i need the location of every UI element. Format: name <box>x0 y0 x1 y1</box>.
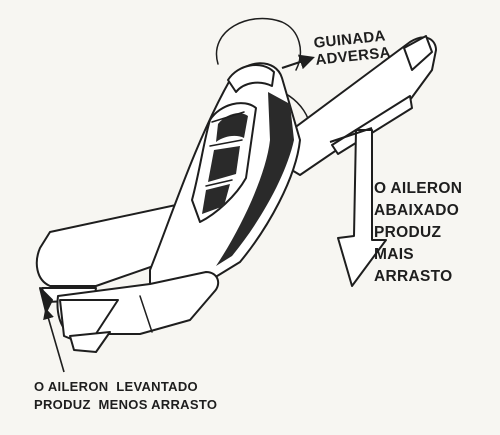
more-drag-arrow <box>329 127 387 287</box>
raised-aileron-label: O AILERON LEVANTADO PRODUZ MENOS ARRASTO <box>34 378 217 414</box>
right-wing <box>261 36 437 176</box>
propeller-arc <box>215 17 302 71</box>
wing-tip-shade <box>403 35 433 71</box>
fuselage-shade <box>216 92 294 266</box>
adverse-yaw-arrow <box>281 54 315 70</box>
elevator-line <box>139 295 153 333</box>
lowered-aileron-line-4: MAIS <box>374 246 414 263</box>
lowered-aileron-line-5: ARRASTO <box>374 268 453 285</box>
raised-aileron-tab <box>39 287 53 313</box>
lowered-aileron-line-1: O AILERON <box>374 180 463 197</box>
cowling <box>227 64 275 93</box>
lowered-aileron-line-3: PRODUZ <box>374 224 442 241</box>
less-drag-leader-line <box>43 307 65 373</box>
rudder <box>69 331 111 353</box>
lowered-aileron-label: O AILERON ABAIXADO PRODUZ MAIS ARRASTO <box>374 178 462 288</box>
canopy-window-mid <box>208 146 240 182</box>
lowered-aileron-line-2: ABAIXADO <box>374 202 460 219</box>
canopy-window-front <box>216 113 248 142</box>
raised-aileron-line-1: O AILERON LEVANTADO <box>34 379 198 394</box>
canopy-bar <box>205 111 245 187</box>
canopy-window-rear <box>202 184 230 214</box>
right-aileron <box>331 95 413 155</box>
raised-aileron-line-2: PRODUZ MENOS ARRASTO <box>34 397 218 412</box>
